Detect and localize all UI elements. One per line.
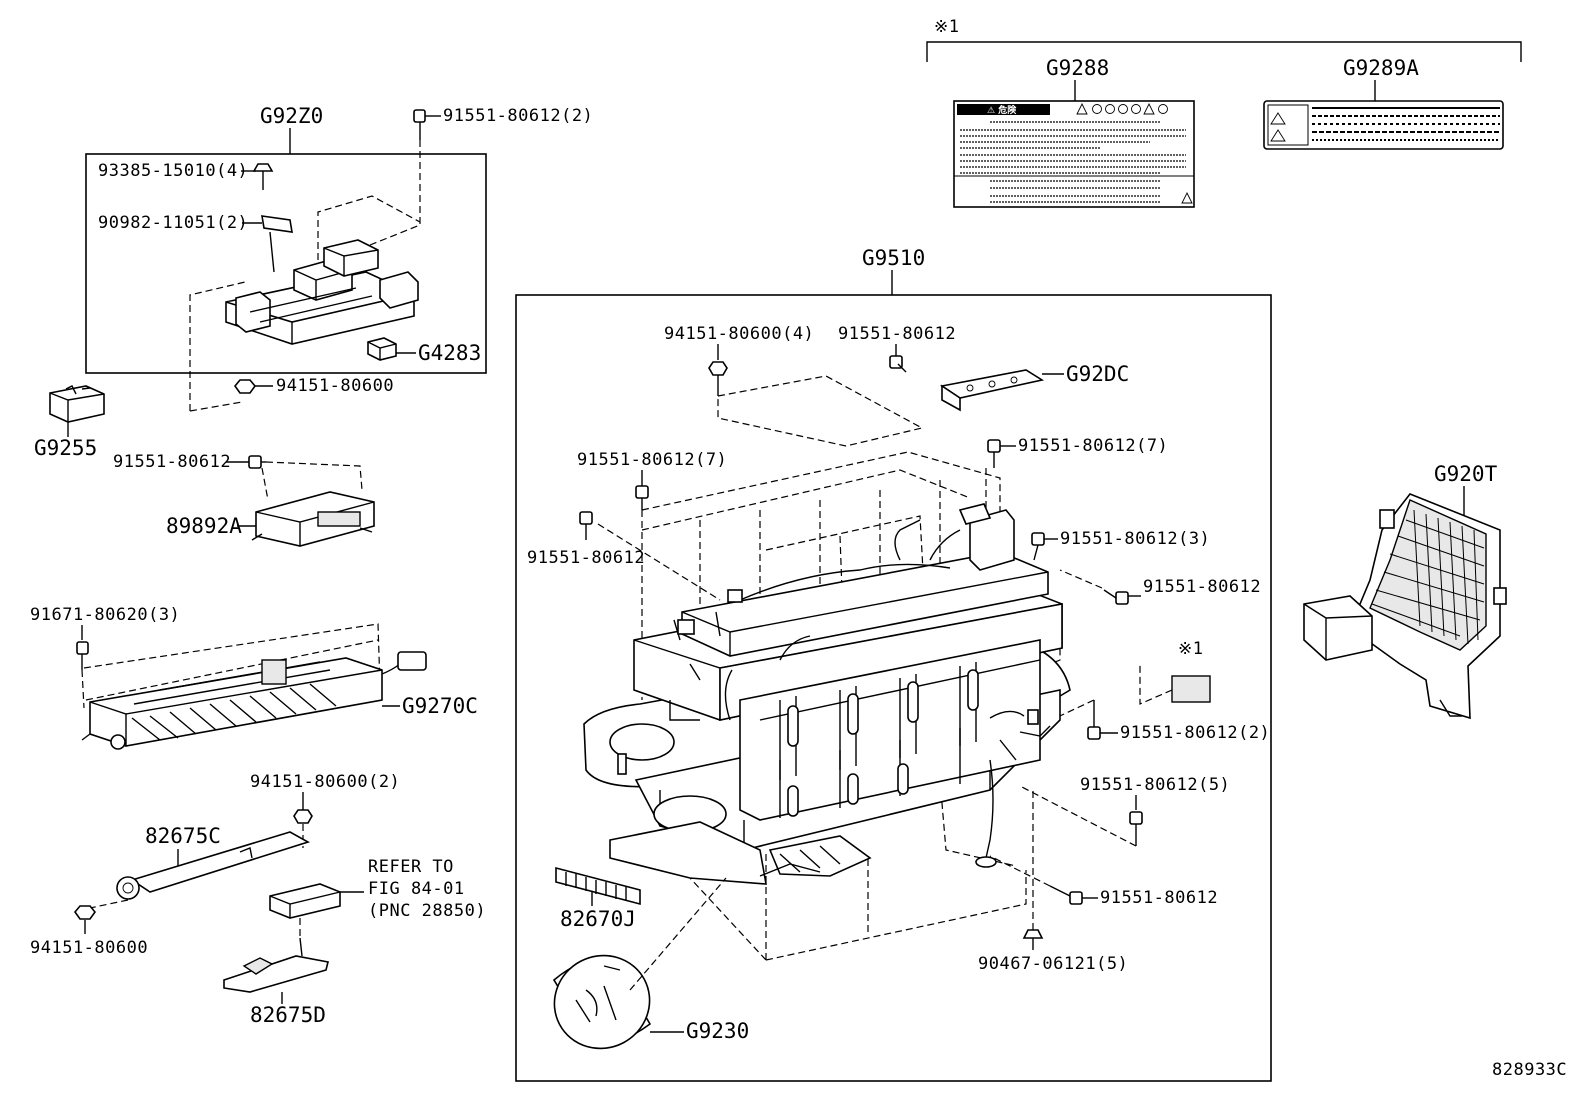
label-91551-80612-bottom[interactable]: 91551-80612 <box>1100 888 1218 908</box>
label-refer-line3: (PNC 28850) <box>368 901 486 921</box>
nut-icon <box>73 905 97 920</box>
bolt-icon <box>1087 700 1101 740</box>
label-82670j[interactable]: 82670J <box>560 907 636 931</box>
note-mark-label: ※1 <box>934 17 959 37</box>
label-g9255[interactable]: G9255 <box>34 436 97 460</box>
relay-block-icon <box>225 195 421 345</box>
label-82675c[interactable]: 82675C <box>145 824 221 848</box>
busbar-82675c-icon <box>116 831 311 900</box>
label-plate-g9289a[interactable] <box>1263 100 1504 150</box>
bolt-icon <box>579 511 593 540</box>
label-89892a[interactable]: 89892A <box>166 514 242 538</box>
label-91671-80620-3[interactable]: 91671-80620(3) <box>30 605 180 625</box>
label-94151-80600-b[interactable]: 94151-80600 <box>30 938 148 958</box>
bolt-icon <box>76 641 89 670</box>
label-g92dc[interactable]: G92DC <box>1066 362 1129 386</box>
sensor-block-icon <box>269 883 341 919</box>
label-refer-line1: REFER TO <box>368 857 454 877</box>
clip-icon <box>1022 929 1044 950</box>
label-94151-80600-a[interactable]: 94151-80600 <box>276 376 394 396</box>
label-91551-80612-2-right[interactable]: 91551-80612(2) <box>1120 723 1270 743</box>
label-91551-80612-2-top[interactable]: 91551-80612(2) <box>443 106 593 126</box>
bracket-82675d-icon <box>223 937 329 993</box>
bolt-icon <box>1049 885 1083 905</box>
bolt-icon <box>889 355 907 373</box>
label-94151-80600-4[interactable]: 94151-80600(4) <box>664 324 814 344</box>
cover-g9255-icon <box>49 385 105 423</box>
duct-g920t-icon <box>1303 493 1507 720</box>
fan-g9230-icon <box>552 954 652 1050</box>
terminal-strip-82670j-icon <box>555 866 641 906</box>
label-91551-80612-7-right[interactable]: 91551-80612(7) <box>1018 436 1168 456</box>
labels-group: ※1 G9288 G9289A ⚠ 危険 <box>926 17 1522 208</box>
label-93385-15010-4[interactable]: 93385-15010(4) <box>98 161 248 181</box>
warning-text-lines <box>960 121 1186 203</box>
inverter-g9270c-icon <box>81 657 383 750</box>
bolt-icon <box>248 455 266 469</box>
label-91551-80612-3[interactable]: 91551-80612(3) <box>1060 529 1210 549</box>
label-94151-80600-2[interactable]: 94151-80600(2) <box>250 772 400 792</box>
label-91551-80612-5[interactable]: 91551-80612(5) <box>1080 775 1230 795</box>
label-91551-80612-top[interactable]: 91551-80612 <box>838 324 956 344</box>
connector-plug-icon <box>381 651 427 675</box>
label-91551-80612-mid-left[interactable]: 91551-80612 <box>527 548 645 568</box>
bolt-icon <box>987 439 1001 468</box>
mesh-pattern <box>1371 509 1485 645</box>
drawing-number: 828933C <box>1492 1060 1567 1080</box>
bolt-icon <box>1031 532 1045 561</box>
clip-icon <box>252 163 274 190</box>
caution-sticker-icon <box>1171 675 1211 703</box>
label-82675d[interactable]: 82675D <box>250 1003 326 1027</box>
bolt-icon <box>635 485 649 510</box>
note-mark-small: ※1 <box>1178 639 1203 659</box>
label-90467-06121-5[interactable]: 90467-06121(5) <box>978 954 1128 974</box>
label-g92z0[interactable]: G92Z0 <box>260 104 323 128</box>
g92z0-group: G92Z0 91551-80612(2) 93385-15010(4) 9098… <box>30 104 593 1027</box>
g9510-group: G9510 94151-80600(4) 91551-80612 G92DC 9… <box>515 246 1272 1082</box>
label-g9289a[interactable]: G9289A <box>1343 56 1419 80</box>
slot-holes <box>787 669 979 817</box>
warning-symbols-icon <box>1076 102 1168 115</box>
bracket-clip-icon <box>261 215 293 273</box>
label-g9288[interactable]: G9288 <box>1046 56 1109 80</box>
bolt-icon <box>413 109 426 140</box>
nut-icon <box>293 809 313 824</box>
nut-icon <box>233 379 257 394</box>
label-90982-11051-2[interactable]: 90982-11051(2) <box>98 213 248 233</box>
label-g9270c[interactable]: G9270C <box>402 694 478 718</box>
nut-icon <box>708 361 728 376</box>
warning-caption: ⚠ 危険 <box>987 104 1017 116</box>
g920t-group: G920T <box>1303 462 1507 720</box>
label-91551-80612-7-left[interactable]: 91551-80612(7) <box>577 450 727 470</box>
warning-label-g9288[interactable]: ⚠ 危険 <box>953 100 1195 208</box>
battery-pack-icon <box>583 375 1071 961</box>
bolt-icon <box>1129 811 1143 846</box>
bolt-icon <box>1103 589 1129 605</box>
label-g9510[interactable]: G9510 <box>862 246 925 270</box>
plate-g92dc-icon <box>939 369 1045 412</box>
label-refer-line2: FIG 84-01 <box>368 879 465 899</box>
fuse-icon <box>367 337 397 361</box>
ecu-89892a-icon <box>251 491 375 547</box>
label-91551-80612-r1[interactable]: 91551-80612 <box>1143 577 1261 597</box>
barcode-pattern <box>1312 107 1500 141</box>
label-91551-80612-left[interactable]: 91551-80612 <box>113 452 231 472</box>
label-g920t[interactable]: G920T <box>1434 462 1498 486</box>
label-g9230[interactable]: G9230 <box>686 1019 749 1043</box>
label-g4283[interactable]: G4283 <box>418 341 481 365</box>
